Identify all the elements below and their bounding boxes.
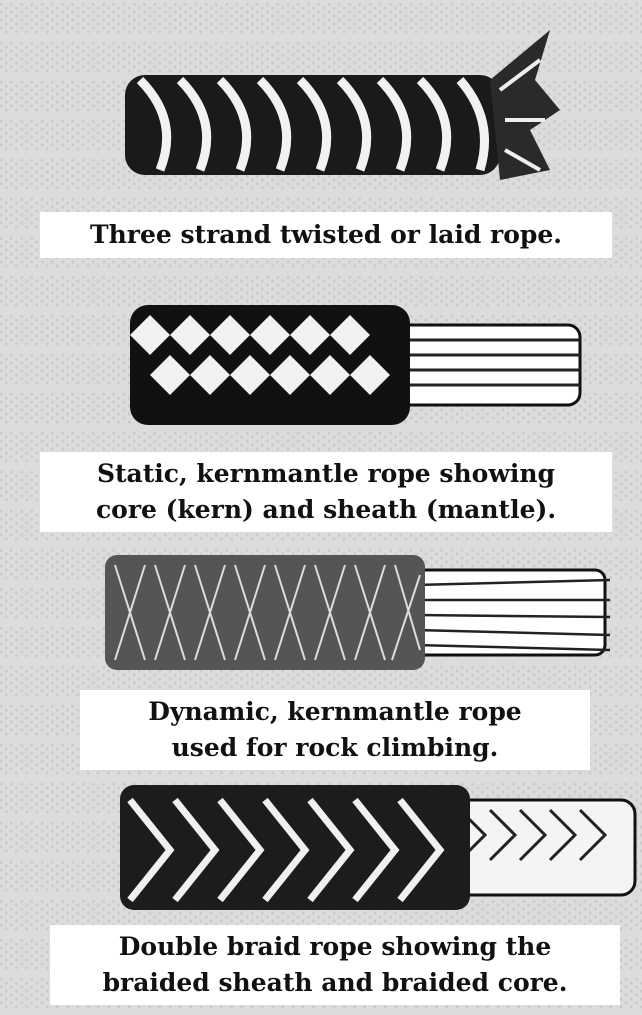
- caption-three-strand: Three strand twisted or laid rope.: [40, 217, 612, 253]
- caption-line: used for rock climbing.: [80, 730, 590, 766]
- caption-line: Static, kernmantle rope showing: [40, 456, 612, 492]
- static-kernmantle-rope-illustration: [130, 295, 600, 435]
- caption-line: Dynamic, kernmantle rope: [80, 694, 590, 730]
- caption-line: braided sheath and braided core.: [50, 965, 620, 1001]
- double-braid-rope-illustration: [120, 780, 640, 915]
- dynamic-kernmantle-rope-illustration: [105, 555, 615, 675]
- three-strand-rope-illustration: [120, 20, 560, 200]
- caption-line: Double braid rope showing the: [50, 929, 620, 965]
- caption-static-kernmantle: Static, kernmantle rope showing core (ke…: [40, 456, 612, 528]
- caption-dynamic-kernmantle: Dynamic, kernmantle rope used for rock c…: [80, 694, 590, 766]
- caption-line: core (kern) and sheath (mantle).: [40, 492, 612, 528]
- caption-line: Three strand twisted or laid rope.: [40, 217, 612, 253]
- caption-double-braid: Double braid rope showing the braided sh…: [50, 929, 620, 1001]
